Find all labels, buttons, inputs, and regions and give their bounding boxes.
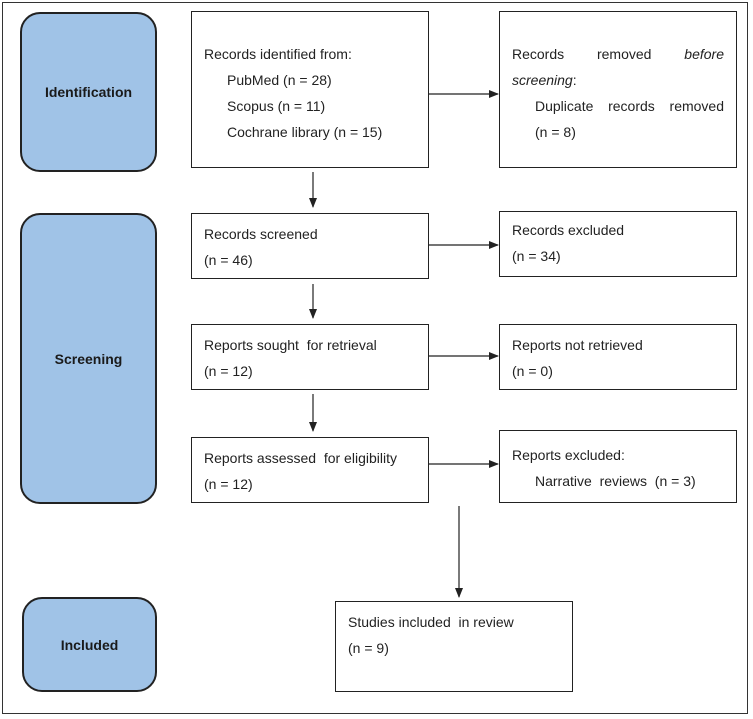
removed-word-removed: removed [596,46,652,62]
reports-not-retrieved-count: (n = 0) [512,363,553,379]
removed-detail-records: records [608,98,655,114]
reports-not-retrieved-box: Reports not retrieved (n = 0) [499,324,737,390]
records-excluded-count: (n = 34) [512,248,561,264]
reports-excluded-label: Reports excluded: [512,447,625,463]
removed-word-before: before [684,46,724,62]
studies-included-box: Studies included in review (n = 9) [335,601,573,692]
reports-assessed-label: Reports assessed for eligibility [204,450,397,466]
stage-identification: Identification [20,12,157,172]
reports-assessed-box: Reports assessed for eligibility (n = 12… [191,437,429,503]
records-removed-line2: screening: [512,67,724,93]
removed-word-screening: screening [512,72,573,88]
records-removed-box: Records removed before screening: Duplic… [499,11,737,168]
removed-detail-removed: removed [669,98,724,114]
source-scopus: Scopus (n = 11) [227,98,326,114]
studies-included-label: Studies included in review [348,614,514,630]
source-pubmed: PubMed (n = 28) [227,72,332,88]
reports-sought-count: (n = 12) [204,363,253,379]
removed-detail-duplicate: Duplicate [535,98,594,114]
records-removed-line1: Records removed before [512,41,724,67]
reports-excluded-detail: Narrative reviews (n = 3) [535,473,696,489]
records-identified-heading: Records identified from: [204,46,352,62]
records-screened-box: Records screened (n = 46) [191,213,429,279]
records-identified-box: Records identified from: PubMed (n = 28)… [191,11,429,168]
records-screened-label: Records screened [204,226,318,242]
reports-sought-box: Reports sought for retrieval (n = 12) [191,324,429,390]
records-removed-count: (n = 8) [535,124,576,140]
removed-word-records: Records [512,46,565,62]
source-cochrane: Cochrane library (n = 15) [227,124,383,140]
records-excluded-box: Records excluded (n = 34) [499,211,737,277]
reports-assessed-count: (n = 12) [204,476,253,492]
stage-screening: Screening [20,213,157,504]
stage-included: Included [22,597,157,692]
reports-sought-label: Reports sought for retrieval [204,337,377,353]
records-screened-count: (n = 46) [204,252,253,268]
stage-identification-label: Identification [44,84,133,100]
reports-excluded-box: Reports excluded: Narrative reviews (n =… [499,430,737,503]
studies-included-count: (n = 9) [348,640,389,656]
records-excluded-label: Records excluded [512,222,625,238]
removed-colon: : [572,72,577,88]
stage-included-label: Included [60,636,119,653]
records-removed-detail: Duplicate records removed [512,93,724,119]
reports-not-retrieved-label: Reports not retrieved [512,337,643,353]
stage-screening-label: Screening [54,350,123,367]
